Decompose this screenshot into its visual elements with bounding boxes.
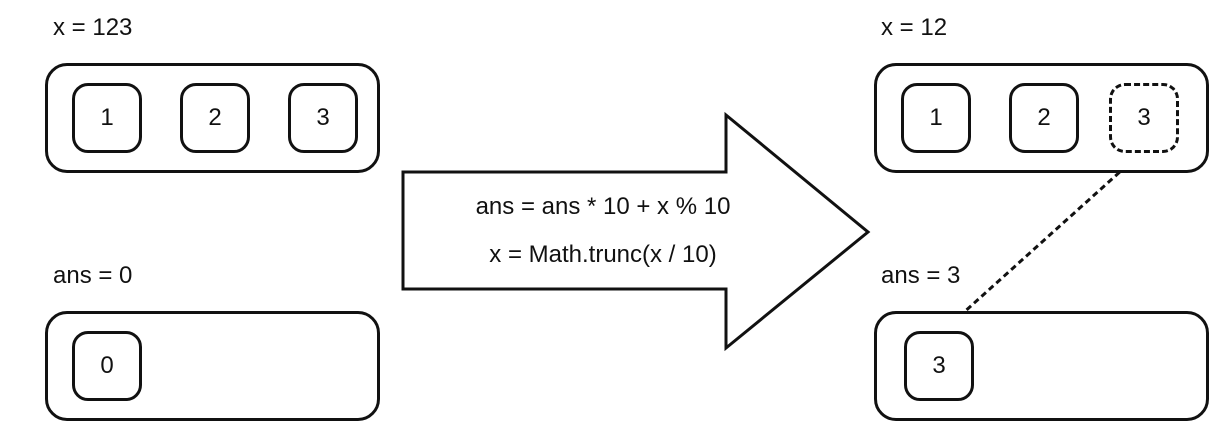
after-ans-label: ans = 3 <box>881 262 961 289</box>
before-ans-label: ans = 0 <box>53 262 133 289</box>
after-x-label: x = 12 <box>881 14 948 41</box>
after-x-digit-1: 1 <box>901 83 971 153</box>
after-ans-digit-1: 3 <box>904 331 974 401</box>
transform-arrow <box>401 111 871 352</box>
operation-line-1: ans = ans * 10 + x % 10 <box>475 193 731 220</box>
before-x-digit-3: 3 <box>288 83 358 153</box>
after-x-digits-box: 1 2 3 <box>874 63 1209 173</box>
before-x-digit-1: 1 <box>72 83 142 153</box>
after-x-digit-2: 2 <box>1009 83 1079 153</box>
before-x-digit-2: 2 <box>180 83 250 153</box>
before-x-label: x = 123 <box>53 14 133 41</box>
before-ans-digits-box: 0 <box>45 311 380 421</box>
after-x-removed-digit: 3 <box>1109 83 1179 153</box>
operation-line-2: x = Math.trunc(x / 10) <box>489 241 717 268</box>
after-ans-digits-box: 3 <box>874 311 1209 421</box>
before-x-digits-box: 1 2 3 <box>45 63 380 173</box>
move-digit-connector <box>940 150 1144 334</box>
before-ans-digit-1: 0 <box>72 331 142 401</box>
